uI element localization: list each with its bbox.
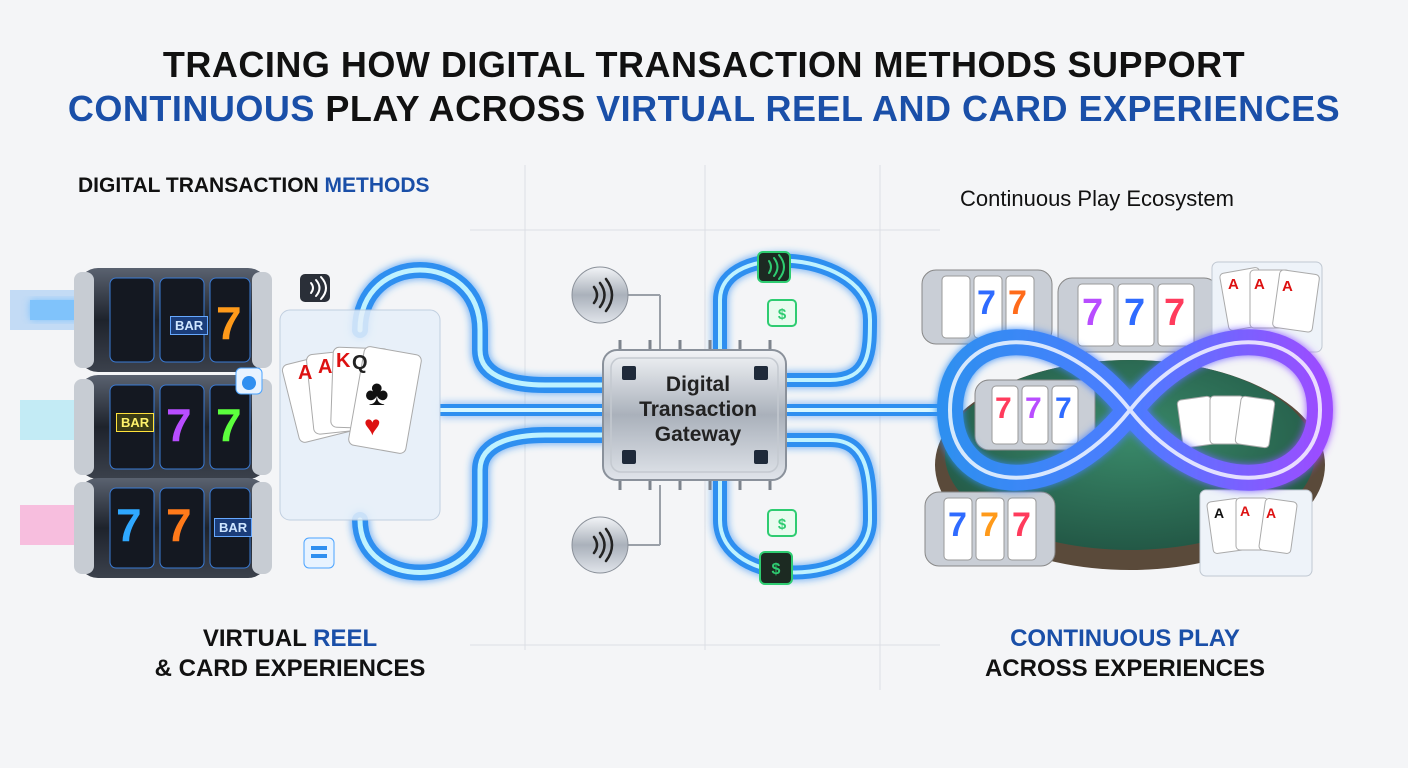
title-text-1: TRACING HOW DIGITAL TRANSACTION METHODS … bbox=[162, 44, 1246, 85]
playing-card-hand bbox=[281, 346, 422, 454]
slot-reel-right-center bbox=[1057, 277, 1219, 353]
gateway-line-2: Transaction bbox=[639, 398, 757, 421]
card-panel bbox=[279, 309, 441, 521]
title-text-play-across: PLAY ACROSS bbox=[314, 88, 597, 129]
label-digital-methods: DIGITAL TRANSACTION METHODS bbox=[78, 174, 430, 198]
seven-symbol: 7 bbox=[216, 399, 242, 451]
dollar-chip-top: $ bbox=[767, 299, 797, 327]
bar-symbol: BAR bbox=[116, 413, 155, 432]
label-continuous-line1: CONTINUOUS PLAY bbox=[1010, 625, 1240, 652]
seven-symbol: 7 bbox=[995, 392, 1012, 425]
seven-symbol: 7 bbox=[1164, 292, 1186, 334]
seven-symbol: 7 bbox=[1055, 392, 1072, 425]
heart-icon: ♥ bbox=[364, 410, 381, 441]
seven-symbol: 7 bbox=[116, 499, 142, 551]
gateway-line-3: Gateway bbox=[654, 423, 742, 446]
seven-symbol: 7 bbox=[1124, 292, 1146, 334]
gateway-chip bbox=[602, 340, 787, 490]
contactless-node-top bbox=[571, 266, 661, 355]
seven-symbol: 7 bbox=[166, 499, 192, 551]
label-continuous-line2: ACROSS EXPERIENCES bbox=[984, 655, 1266, 682]
card-letter-q: Q bbox=[352, 352, 368, 374]
seven-symbol: 7 bbox=[948, 506, 967, 544]
dollar-chip-bottom: $ bbox=[767, 509, 797, 537]
card-letter-a: A bbox=[1240, 503, 1251, 519]
gateway-label: Digital Transaction Gateway bbox=[610, 372, 786, 447]
slot-reel-right-bottom bbox=[924, 491, 1056, 567]
contactless-badge-icon bbox=[300, 274, 330, 302]
card-letter-a: A bbox=[1254, 276, 1265, 293]
playing-cards-right-top bbox=[1211, 261, 1323, 353]
seven-symbol: 7 bbox=[977, 284, 996, 322]
label-methods-text: DIGITAL TRANSACTION bbox=[78, 174, 325, 197]
label-virtual-reel: VIRTUAL REEL & CARD EXPERIENCES bbox=[130, 624, 450, 684]
dollar-badge-bottom: $ bbox=[759, 551, 793, 585]
slot-reel-2 bbox=[20, 375, 272, 479]
label-continuous-play: CONTINUOUS PLAY ACROSS EXPERIENCES bbox=[950, 624, 1300, 684]
seven-symbol: 7 bbox=[216, 297, 242, 349]
seven-symbol: 7 bbox=[166, 399, 192, 451]
seven-symbol: 7 bbox=[1082, 292, 1104, 334]
gateway-line-1: Digital bbox=[665, 373, 731, 396]
slot-reel-right-top bbox=[921, 269, 1053, 345]
seven-symbol: 7 bbox=[1012, 506, 1031, 544]
nfc-badge-top bbox=[757, 251, 791, 283]
bar-symbol: BAR bbox=[170, 316, 209, 335]
seven-symbol: 7 bbox=[1008, 284, 1027, 322]
svg-text:$: $ bbox=[772, 561, 781, 578]
contactless-icon bbox=[592, 277, 614, 313]
seven-symbol: 7 bbox=[980, 506, 999, 544]
contactless-icon bbox=[592, 527, 614, 563]
slot-reel-3 bbox=[20, 478, 272, 578]
card-letter-a: A bbox=[318, 356, 333, 378]
playing-cards-right-middle bbox=[1176, 395, 1276, 449]
card-letter-a: A bbox=[1214, 505, 1225, 521]
playing-cards-right-bottom bbox=[1199, 489, 1313, 577]
label-ecosystem: Continuous Play Ecosystem bbox=[960, 186, 1234, 211]
bar-symbol: BAR bbox=[214, 518, 253, 537]
label-virtual-text: VIRTUAL bbox=[202, 625, 314, 652]
flow-pipes-left bbox=[352, 262, 618, 581]
title-line-2: CONTINUOUS PLAY ACROSS VIRTUAL REEL AND … bbox=[0, 88, 1408, 130]
club-icon: ♣ bbox=[365, 372, 389, 413]
card-letter-k: K bbox=[336, 350, 351, 372]
slot-reel-right-middle bbox=[974, 379, 1096, 451]
card-letter-a: A bbox=[1282, 278, 1293, 295]
flow-pipes-right bbox=[713, 253, 960, 580]
label-card-experiences: & CARD EXPERIENCES bbox=[154, 655, 426, 682]
label-methods-highlight: METHODS bbox=[324, 174, 430, 197]
title-line-1: TRACING HOW DIGITAL TRANSACTION METHODS … bbox=[0, 44, 1408, 86]
svg-text:$: $ bbox=[778, 306, 787, 323]
title-highlight-experiences: VIRTUAL REEL AND CARD EXPERIENCES bbox=[596, 88, 1341, 129]
seven-symbol: 7 bbox=[1025, 392, 1042, 425]
label-reel-highlight: REEL bbox=[313, 625, 378, 652]
card-letter-a: A bbox=[1228, 276, 1239, 293]
wallet-icon bbox=[303, 537, 335, 569]
apple-icon bbox=[235, 367, 263, 395]
title-highlight-continuous: CONTINUOUS bbox=[67, 88, 315, 129]
infinity-loop bbox=[936, 329, 1334, 491]
svg-text:$: $ bbox=[778, 516, 787, 533]
contactless-node-bottom bbox=[571, 485, 661, 574]
card-letter-a: A bbox=[298, 362, 313, 384]
card-letter-a: A bbox=[1266, 505, 1277, 521]
